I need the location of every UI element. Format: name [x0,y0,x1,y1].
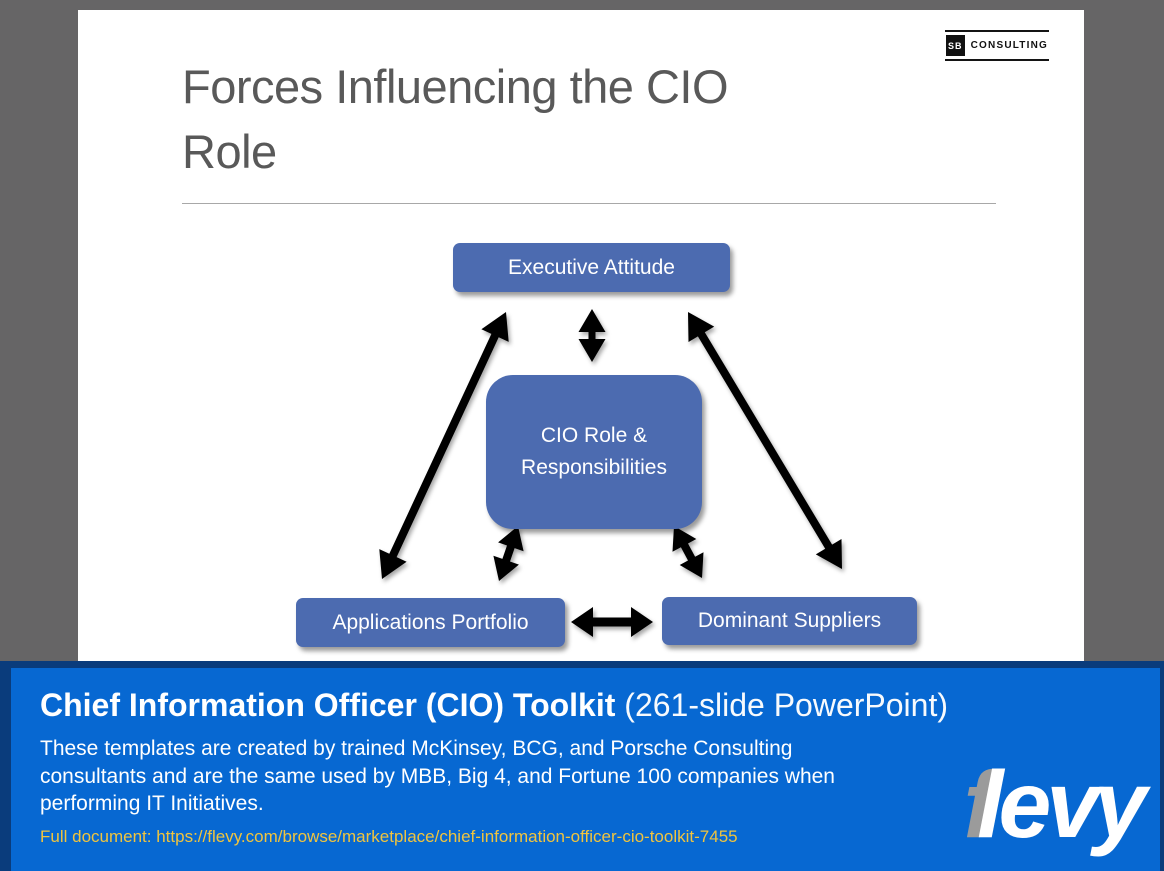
arrow-cio-suppliers [672,526,704,578]
sb-logo-mark: SB [946,35,965,56]
node-executive-attitude-label: Executive Attitude [508,255,675,279]
title-divider [182,203,996,204]
node-applications-portfolio-label: Applications Portfolio [332,610,529,634]
arrow-exec-suppliers [688,312,842,569]
node-executive-attitude: Executive Attitude [453,243,730,292]
product-title-format: (261-slide PowerPoint) [615,687,948,723]
full-document-link[interactable]: Full document: https://flevy.com/browse/… [40,826,738,846]
slide-title-line-2: Role [182,125,277,178]
flevy-logo-f: f [963,752,995,858]
flevy-logo: flevy [963,758,1147,853]
product-description-line-2: consultants and are the same used by MBB… [40,764,835,788]
flevy-promo-banner-inner: Chief Information Officer (CIO) Toolkit … [11,668,1160,871]
slide-title: Forces Influencing the CIO Role [182,54,729,184]
product-description-line-3: performing IT Initiatives. [40,792,264,815]
product-title-name: Chief Information Officer (CIO) Toolkit [40,687,616,723]
product-title: Chief Information Officer (CIO) Toolkit … [40,685,1160,725]
arrow-cio-apps [493,526,524,581]
node-applications-portfolio: Applications Portfolio [296,598,565,647]
sb-consulting-logo: SB CONSULTING [945,30,1049,61]
slide-title-line-1: Forces Influencing the CIO [182,60,729,113]
node-cio-role-label: CIO Role & Responsibilities [521,424,667,479]
powerpoint-slide: SB CONSULTING Forces Influencing the CIO… [78,10,1084,661]
node-cio-role-responsibilities: CIO Role & Responsibilities [486,375,702,529]
flevy-promo-banner: Chief Information Officer (CIO) Toolkit … [0,661,1164,871]
node-dominant-suppliers: Dominant Suppliers [662,597,917,645]
arrow-exec-cio [578,309,606,362]
sb-logo-name: CONSULTING [970,40,1048,51]
node-dominant-suppliers-label: Dominant Suppliers [697,609,882,632]
arrow-apps-suppliers [571,607,653,637]
product-description: These templates are created by trained M… [40,735,1160,818]
flevy-logo-levy: levy [977,752,1147,858]
product-description-line-1: These templates are created by trained M… [40,737,793,760]
